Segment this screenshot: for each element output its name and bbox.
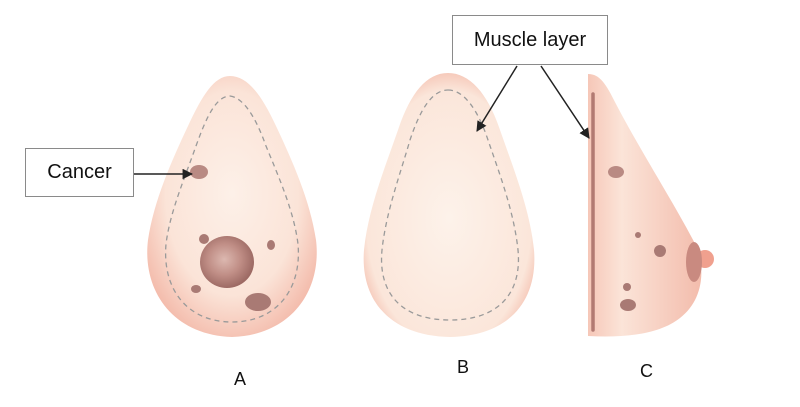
tumor-small-a1: [190, 165, 208, 179]
cancer-label: Cancer: [47, 161, 112, 183]
breast-c-illustration: [588, 74, 714, 337]
tumor-small-a3: [267, 240, 275, 250]
muscle-layer-callout: Muscle layer: [452, 15, 608, 65]
tumor-small-c5: [620, 299, 636, 311]
tumor-small-c3: [654, 245, 666, 257]
tumor-small-a4: [191, 285, 201, 293]
tumor-small-c4: [623, 283, 631, 291]
breast-a-dashed-margin: [164, 95, 300, 323]
tumor-small-c2: [635, 232, 641, 238]
breast-b-dashed-margin: [380, 89, 520, 321]
muscle-arrow-b: [476, 65, 518, 132]
panel-label-b: B: [457, 357, 470, 377]
tumor-small-a2: [199, 234, 209, 244]
tumor-medium-a5: [245, 293, 271, 311]
muscle-layer-label: Muscle layer: [473, 28, 587, 51]
breast-a-illustration: [147, 76, 317, 337]
muscle-arrow-c: [540, 65, 590, 139]
breast-b-outline: [363, 73, 535, 337]
breast-b-illustration: [363, 73, 535, 337]
areola: [686, 242, 702, 282]
breast-a-outline: [147, 76, 317, 337]
tumor-small-c1: [608, 166, 624, 178]
panel-label-a: A: [234, 369, 247, 389]
panel-label-c: C: [640, 361, 653, 381]
tumor-large-a: [200, 236, 254, 288]
breast-c-outline: [588, 74, 702, 337]
cancer-callout: Cancer: [25, 148, 134, 197]
